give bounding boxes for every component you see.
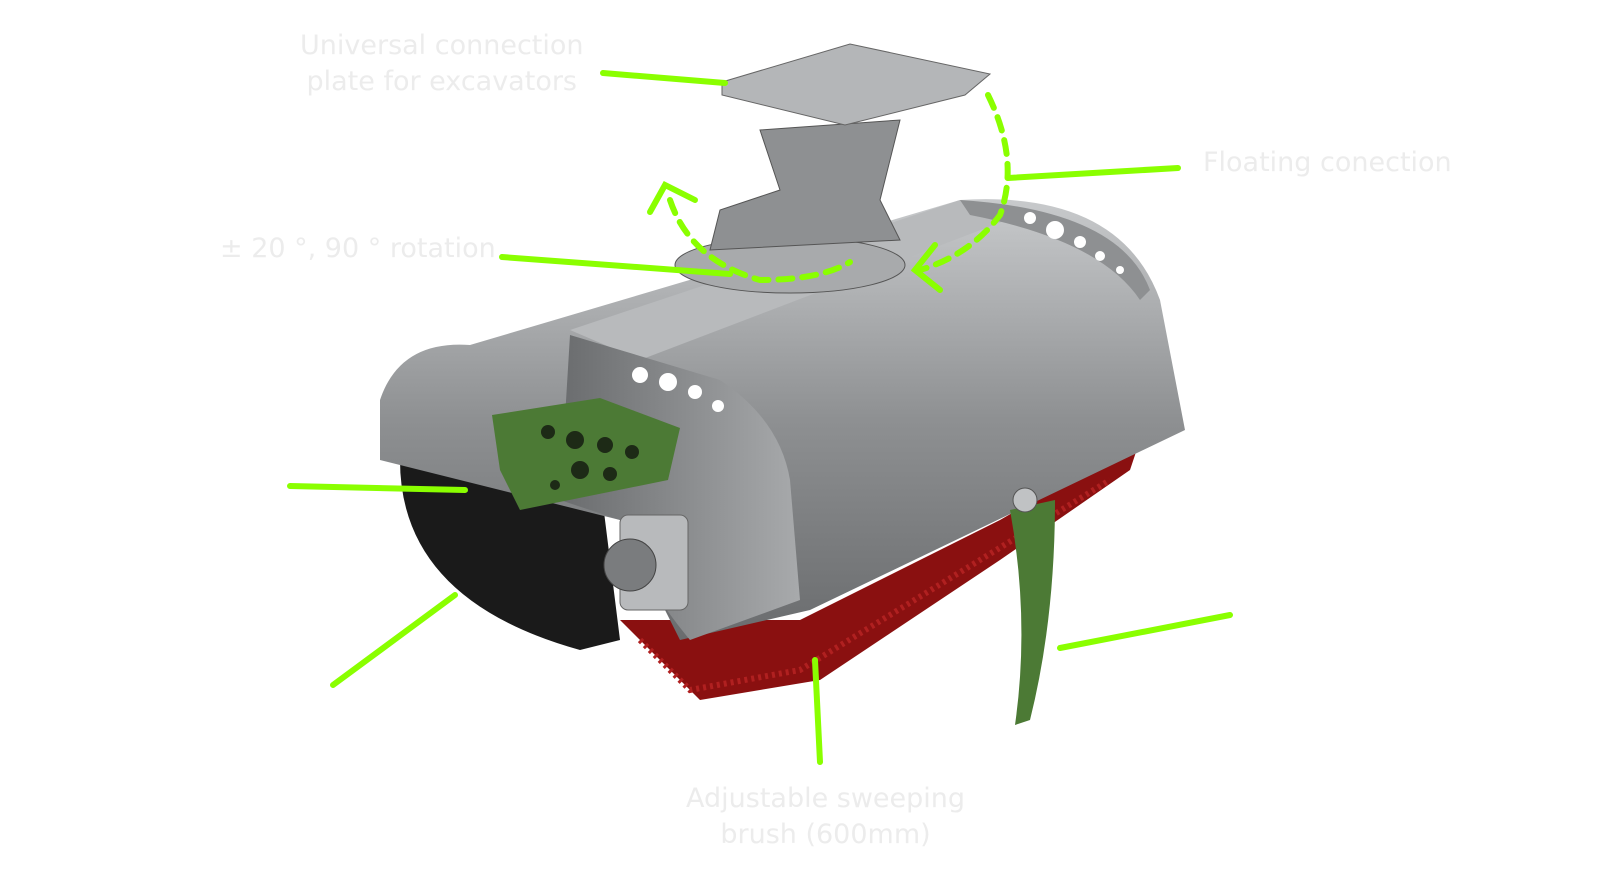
mount-arms (709, 119, 901, 251)
label-rotation: ± 20 °, 90 ° rotation (220, 233, 496, 264)
label-brush: Adjustable sweeping brush (600mm) (686, 781, 965, 853)
connection-plate (721, 43, 992, 126)
floating-arrow-head (910, 242, 943, 293)
green-support-leg (1010, 500, 1055, 725)
brush-bristles (620, 440, 1140, 700)
label-line: Adjustable sweeping (686, 783, 966, 814)
label-line: Universal connection (300, 30, 584, 61)
floating-arc-arrow (917, 92, 1011, 273)
rotation-arrow-head (647, 181, 698, 215)
rotation-arc-arrow (667, 197, 853, 284)
housing (380, 199, 1185, 640)
label-line: plate for excavators (306, 66, 578, 97)
green-side-bracket (492, 398, 680, 510)
callout-line-floating (1005, 165, 1181, 181)
callout-line-left-lower (330, 592, 458, 688)
label-floating: Floating conection (1203, 147, 1452, 178)
label-line: brush (600mm) (720, 819, 931, 850)
callout-line-plate (600, 70, 728, 86)
callout-line-rotation (499, 254, 733, 277)
callout-line-leg (1057, 612, 1233, 651)
rim-holes (632, 212, 1124, 412)
end-cap-left (400, 460, 620, 650)
label-connection-plate: Universal connection plate for excavator… (300, 28, 584, 100)
callout-line-brush (812, 657, 823, 765)
callout-lines (287, 70, 1233, 765)
callout-line-left (287, 483, 468, 493)
